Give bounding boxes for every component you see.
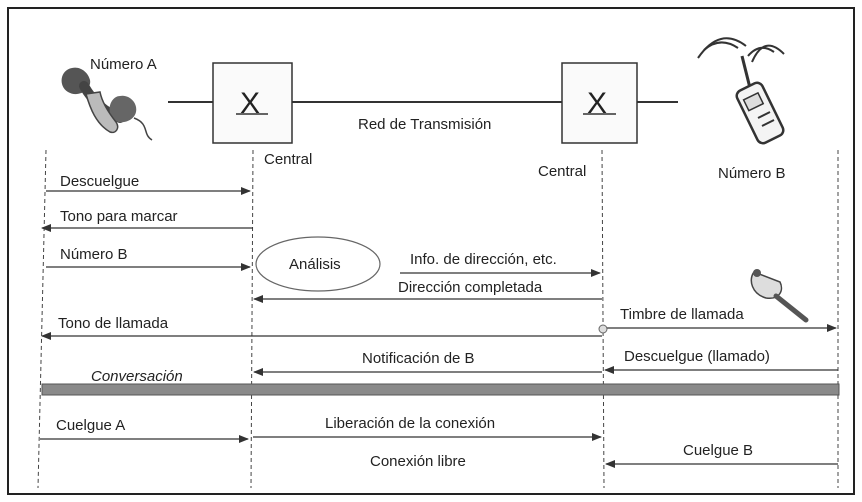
central-switch-left: X	[212, 62, 293, 144]
central-switch-right: X	[561, 62, 638, 144]
ringing-bell-icon	[750, 269, 809, 323]
numero-b-label: Número B	[718, 165, 786, 182]
lifeline-central-left	[250, 149, 254, 489]
lifeline-a	[37, 149, 47, 489]
msg-timbre-llamada: Timbre de llamada	[620, 306, 744, 323]
numero-a-label: Número A	[90, 56, 157, 73]
msg-numero-b: Número B	[60, 246, 128, 263]
ring-junction-dot	[598, 324, 608, 334]
msg-descuelgue: Descuelgue	[60, 173, 139, 190]
msg-tono-llamada: Tono de llamada	[58, 315, 169, 332]
analysis-bubble	[255, 236, 381, 292]
telephone-handset-icon	[61, 67, 153, 141]
conversation-bar	[41, 383, 840, 396]
msg-conversacion: Conversación	[91, 368, 183, 385]
central-right-label: Central	[538, 163, 586, 180]
msg-liberacion: Liberación de la conexión	[325, 415, 495, 432]
switch-symbol-left: X	[240, 87, 260, 120]
switch-symbol-right: X	[587, 87, 607, 120]
msg-cuelgue-b: Cuelgue B	[683, 442, 753, 459]
msg-notificacion-b: Notificación de B	[362, 350, 475, 367]
analysis-label: Análisis	[289, 256, 341, 273]
mobile-phone-icon	[697, 37, 785, 145]
msg-cuelgue-a: Cuelgue A	[56, 417, 125, 434]
msg-tono-marcar: Tono para marcar	[60, 208, 178, 225]
msg-descuelgue-llamado: Descuelgue (llamado)	[624, 348, 770, 365]
lifeline-central-right	[601, 149, 605, 489]
central-left-label: Central	[264, 151, 312, 168]
msg-conexion-libre: Conexión libre	[370, 453, 466, 470]
diagram-frame	[7, 7, 855, 495]
network-label: Red de Transmisión	[358, 116, 491, 133]
msg-info-direccion: Info. de dirección, etc.	[410, 251, 557, 268]
msg-direccion-completada: Dirección completada	[398, 279, 543, 296]
